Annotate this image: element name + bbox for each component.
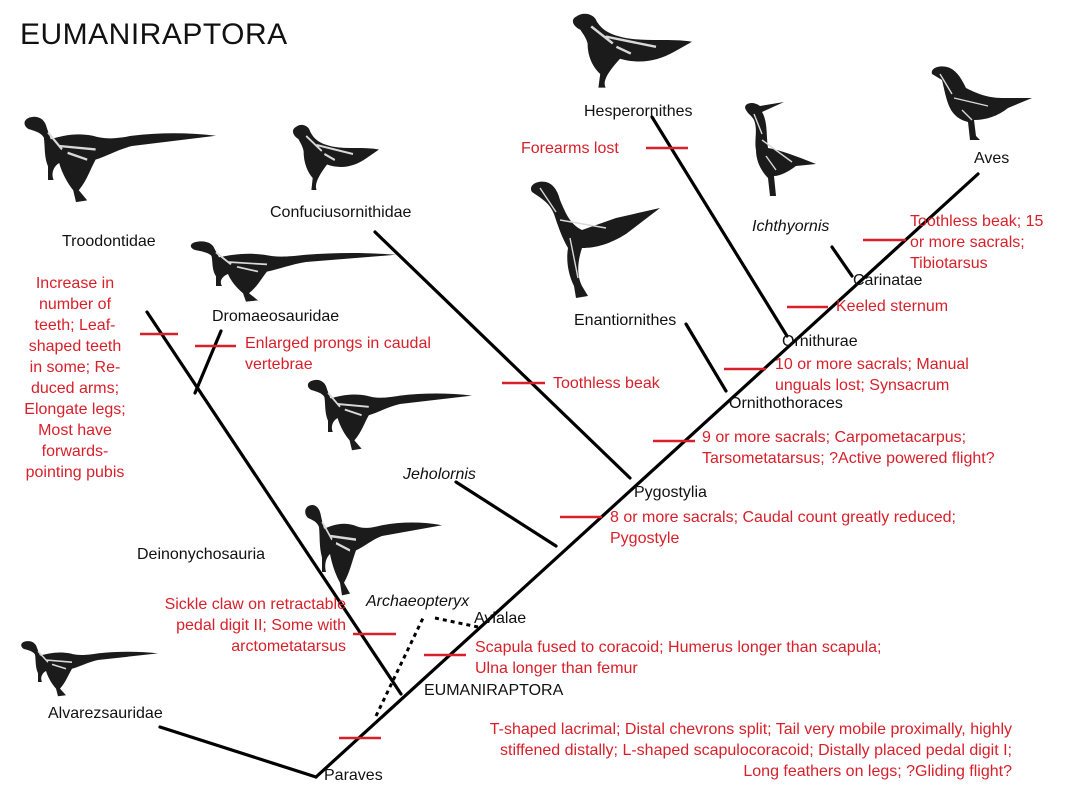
character-paraves-line: T-shaped lacrimal; Distal chevrons split… xyxy=(385,719,1012,740)
branch-jeholornis xyxy=(456,482,556,546)
character-paraves-line: stiffened distally; L-shaped scapulocora… xyxy=(385,740,1012,761)
character-ornithurae: 10 or more sacrals; Manual unguals lost;… xyxy=(775,354,969,396)
archaeopteryx-dotted-branches xyxy=(376,616,478,716)
character-dromaeosauridae-line: Enlarged prongs in caudal xyxy=(245,333,431,354)
character-dromaeosauridae: Enlarged prongs in caudal vertebrae xyxy=(245,333,431,375)
character-deinonychosauria-line: arctometatarsus xyxy=(124,636,346,657)
clade-label-dromaeosauridae: Dromaeosauridae xyxy=(212,308,339,326)
clade-label-ornithothoraces: Ornithothoraces xyxy=(729,395,843,413)
character-carinatae-line: Toothless beak; 15 xyxy=(910,211,1043,232)
clade-label-deinonychosauria: Deinonychosauria xyxy=(137,546,265,564)
character-pygostylia-line: 8 or more sacrals; Caudal count greatly … xyxy=(610,507,956,528)
clade-label-archaeopteryx: Archaeopteryx xyxy=(366,593,469,611)
character-troodontidae-line: Most have xyxy=(10,420,140,441)
character-troodontidae-line: pointing pubis xyxy=(10,462,140,483)
character-avialae: Scapula fused to coracoid; Humerus longe… xyxy=(475,637,881,679)
clade-label-paraves: Paraves xyxy=(324,767,383,785)
character-dromaeosauridae-line: vertebrae xyxy=(245,354,431,375)
character-keeled-sternum: Keeled sternum xyxy=(836,296,948,317)
troodontid-icon xyxy=(24,117,216,202)
character-avialae-line: Scapula fused to coracoid; Humerus longe… xyxy=(475,637,881,658)
character-carinatae: Toothless beak; 15 or more sacrals; Tibi… xyxy=(910,211,1043,274)
character-troodontidae-line: in some; Re- xyxy=(10,357,140,378)
clade-label-ichthyornis: Ichthyornis xyxy=(752,218,829,236)
clade-label-pygostylia: Pygostylia xyxy=(634,484,707,502)
hesperornis-icon xyxy=(573,14,692,88)
clade-label-eumaniraptora: EUMANIRAPTORA xyxy=(424,682,563,700)
branch-enantiornithes xyxy=(686,324,726,391)
character-pygostylia: 8 or more sacrals; Caudal count greatly … xyxy=(610,507,956,549)
clade-label-ornithurae: Ornithurae xyxy=(782,333,858,351)
character-troodontidae-line: teeth; Leaf- xyxy=(10,315,140,336)
character-troodontidae-line: number of xyxy=(10,294,140,315)
character-ornithurae-line: 10 or more sacrals; Manual xyxy=(775,354,969,375)
branch-dromaeosauridae xyxy=(195,331,221,393)
character-troodontidae-line: duced arms; xyxy=(10,378,140,399)
ichthyornis-icon xyxy=(745,102,816,196)
character-confuciusornithidae: Toothless beak xyxy=(553,373,660,394)
character-troodontidae: Increase in number of teeth; Leaf- shape… xyxy=(10,273,140,483)
clade-label-avialae: Avialae xyxy=(474,610,526,628)
character-troodontidae-line: shaped teeth xyxy=(10,336,140,357)
character-paraves-line: Long feathers on legs; ?Gliding flight? xyxy=(385,761,1012,782)
character-ornithurae-line: unguals lost; Synsacrum xyxy=(775,375,969,396)
page-title: EUMANIRAPTORA xyxy=(20,18,288,52)
character-deinonychosauria-line: Sickle claw on retractable xyxy=(124,594,346,615)
branch-avialae-dotted xyxy=(435,618,478,627)
aves-bird-icon xyxy=(932,66,1032,140)
clade-label-hesperornithes: Hesperornithes xyxy=(584,103,693,121)
clade-label-alvarezsauridae: Alvarezsauridae xyxy=(48,705,163,723)
clade-label-aves: Aves xyxy=(974,150,1009,168)
character-troodontidae-line: Elongate legs; xyxy=(10,399,140,420)
dromaeosaur-icon xyxy=(191,241,396,301)
enantiornithine-icon xyxy=(531,182,660,298)
character-ornithothoraces-line: 9 or more sacrals; Carpometacarpus; xyxy=(702,427,995,448)
confuciusornis-icon xyxy=(293,125,379,190)
branch-alvarezsauridae xyxy=(160,727,316,777)
character-deinonychosauria: Sickle claw on retractable pedal digit I… xyxy=(124,594,346,657)
clade-label-jeholornis: Jeholornis xyxy=(403,466,476,484)
jeholornis-icon xyxy=(308,380,472,450)
clade-label-confuciusornithidae: Confuciusornithidae xyxy=(270,204,411,222)
character-paraves: T-shaped lacrimal; Distal chevrons split… xyxy=(385,719,1012,782)
clade-label-carinatae: Carinatae xyxy=(853,272,922,290)
branch-ichthyornis xyxy=(832,247,852,276)
character-ornithothoraces-line: Tarsometatarsus; ?Active powered flight? xyxy=(702,448,995,469)
character-ornithothoraces: 9 or more sacrals; Carpometacarpus; Tars… xyxy=(702,427,995,469)
character-forearms-lost: Forearms lost xyxy=(521,138,619,159)
clade-label-enantiornithes: Enantiornithes xyxy=(574,312,676,330)
clade-label-troodontidae: Troodontidae xyxy=(62,233,156,251)
character-troodontidae-line: forwards- xyxy=(10,441,140,462)
character-carinatae-line: Tibiotarsus xyxy=(910,253,1043,274)
character-pygostylia-line: Pygostyle xyxy=(610,528,956,549)
character-carinatae-line: or more sacrals; xyxy=(910,232,1043,253)
character-avialae-line: Ulna longer than femur xyxy=(475,658,881,679)
character-troodontidae-line: Increase in xyxy=(10,273,140,294)
character-deinonychosauria-line: pedal digit II; Some with xyxy=(124,615,346,636)
